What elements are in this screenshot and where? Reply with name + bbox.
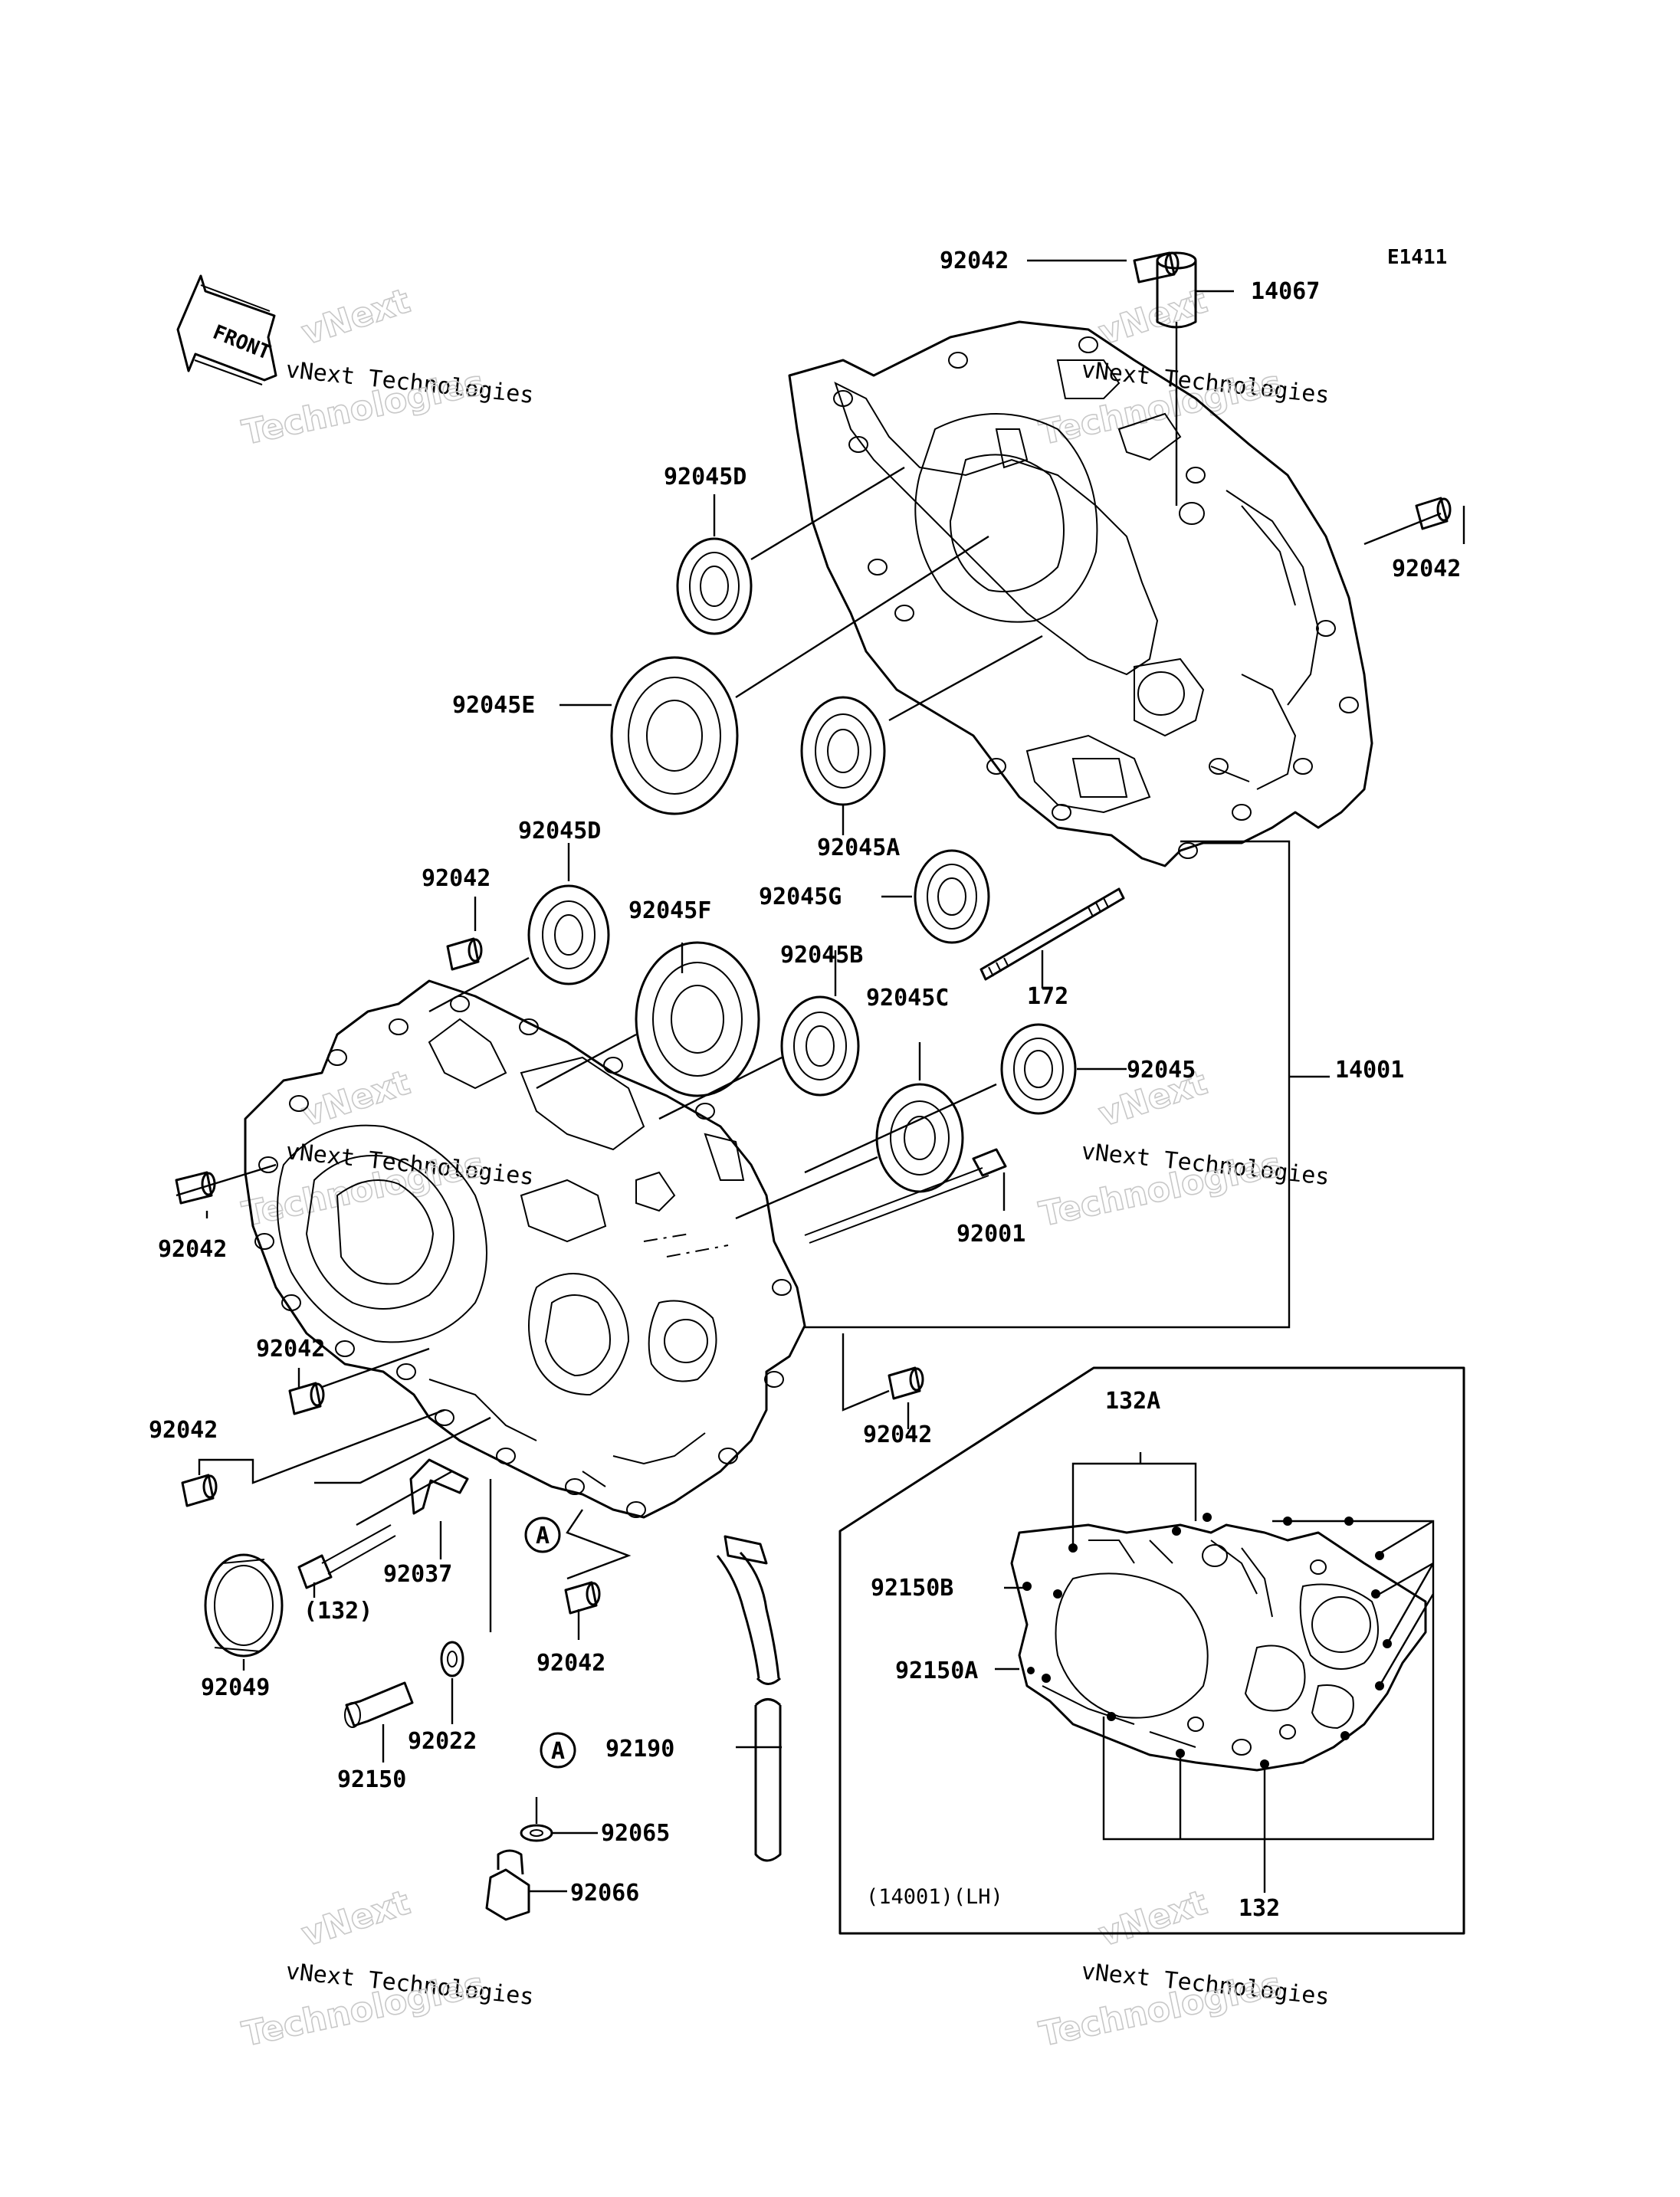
- dowel-pin-92042-a: [446, 937, 483, 971]
- left-crankcase-half: [244, 979, 806, 1519]
- washer-92065: [520, 1824, 553, 1842]
- watermark-top-left: vNext vNext Technologies Technologies: [238, 280, 535, 453]
- plug-92066: [485, 1849, 530, 1921]
- callout-labels: 92042 14067 92045D 92042 92045E 92045A 9…: [149, 248, 1461, 1922]
- callout-92042: 92042: [863, 1421, 932, 1448]
- callout-132: 132: [1239, 1895, 1280, 1922]
- callout-92022: 92022: [408, 1728, 477, 1755]
- watermark-text: vNext: [297, 281, 415, 353]
- callout-92045D: 92045D: [664, 464, 746, 490]
- bearing-92045D-mid: [527, 884, 610, 985]
- front-arrow-icon: FRONT: [176, 274, 277, 385]
- callout-132: (132): [304, 1598, 372, 1625]
- dowel-pin-92042-c: [288, 1382, 325, 1415]
- bearing-92045G: [914, 849, 990, 944]
- callout-92150: 92150: [337, 1766, 406, 1793]
- callout-92065: 92065: [601, 1820, 670, 1847]
- washer-92022: [440, 1641, 464, 1677]
- callout-92045G: 92045G: [759, 884, 842, 910]
- bolt-132: [297, 1524, 396, 1589]
- watermark-mid-left: vNext vNext Technologies Technologies: [238, 1062, 535, 1235]
- watermark-bottom-right: vNext vNext Technologies Technologies: [1035, 1882, 1331, 2054]
- inset-label: (14001)(LH): [866, 1885, 1003, 1909]
- callout-92045D: 92045D: [518, 818, 601, 844]
- bearing-92045: [1000, 1023, 1077, 1115]
- callout-92066: 92066: [570, 1880, 639, 1907]
- callout-92042: 92042: [1392, 556, 1461, 582]
- callout-14067: 14067: [1251, 278, 1320, 305]
- callout-92042: 92042: [940, 248, 1009, 274]
- callout-92045A: 92045A: [817, 835, 900, 861]
- callout-172: 172: [1027, 983, 1068, 1010]
- bearing-92045D-top: [676, 537, 753, 635]
- dowel-pin-92042-b: [175, 1171, 216, 1205]
- fitting-92150: [344, 1681, 414, 1728]
- callout-92042: 92042: [158, 1236, 227, 1263]
- bolt-92001: [804, 1148, 1007, 1244]
- stud-172: [979, 887, 1125, 981]
- watermark-text: vNext: [297, 1883, 415, 1954]
- bearing-92045A: [800, 696, 886, 806]
- bearing-92045F: [635, 941, 760, 1097]
- callout-92045F: 92045F: [628, 897, 711, 924]
- callout-92037: 92037: [383, 1561, 452, 1588]
- watermark-text: vNext: [1094, 281, 1212, 353]
- callout-92001: 92001: [956, 1221, 1025, 1248]
- callout-92042: 92042: [422, 865, 491, 892]
- callout-92045C: 92045C: [866, 985, 949, 1012]
- diagram-code: E1411: [1387, 246, 1447, 269]
- inset-box-lh-case: [838, 1366, 1465, 1935]
- callout-92042: 92042: [536, 1650, 605, 1677]
- dowel-pin-92042-f: [564, 1581, 601, 1615]
- watermark-mid-right: vNext vNext Technologies Technologies: [1035, 1062, 1331, 1235]
- oil-seal-92049: [204, 1553, 284, 1658]
- marker-a-upper: A: [524, 1517, 561, 1553]
- breather-hose-92190: [716, 1535, 782, 1862]
- callout-92190: 92190: [605, 1736, 674, 1763]
- right-crankcase-half: [788, 320, 1373, 867]
- callout-92045E: 92045E: [452, 692, 535, 719]
- watermark-top-right: vNext vNext Technologies Technologies: [1035, 280, 1331, 453]
- callout-92150B: 92150B: [871, 1575, 953, 1602]
- guide-92037: [409, 1458, 469, 1515]
- callout-132A: 132A: [1105, 1388, 1160, 1415]
- marker-a-text: A: [551, 1738, 565, 1765]
- callout-92049: 92049: [201, 1674, 270, 1701]
- callout-14001: 14001: [1335, 1057, 1404, 1084]
- callout-92042: 92042: [149, 1417, 218, 1444]
- bearing-92045B: [780, 995, 860, 1097]
- dowel-pin-92042-right: [1415, 497, 1452, 530]
- front-label: FRONT: [209, 321, 274, 365]
- watermark-text: vNext: [1094, 1883, 1212, 1954]
- callout-92042: 92042: [256, 1336, 325, 1362]
- dowel-pin-92042-e: [888, 1366, 924, 1400]
- callout-92150A: 92150A: [895, 1658, 978, 1684]
- callout-92045: 92045: [1127, 1057, 1196, 1084]
- leader-lines: [176, 259, 1465, 1893]
- bearing-92045E: [610, 656, 739, 815]
- marker-a-lower: A: [540, 1732, 576, 1769]
- watermark-bottom-left: vNext vNext Technologies Technologies: [238, 1882, 535, 2054]
- callout-92045B: 92045B: [780, 942, 863, 969]
- marker-a-text: A: [536, 1523, 550, 1549]
- bearing-92045C: [875, 1083, 964, 1193]
- dowel-pin-92042-d: [181, 1474, 218, 1507]
